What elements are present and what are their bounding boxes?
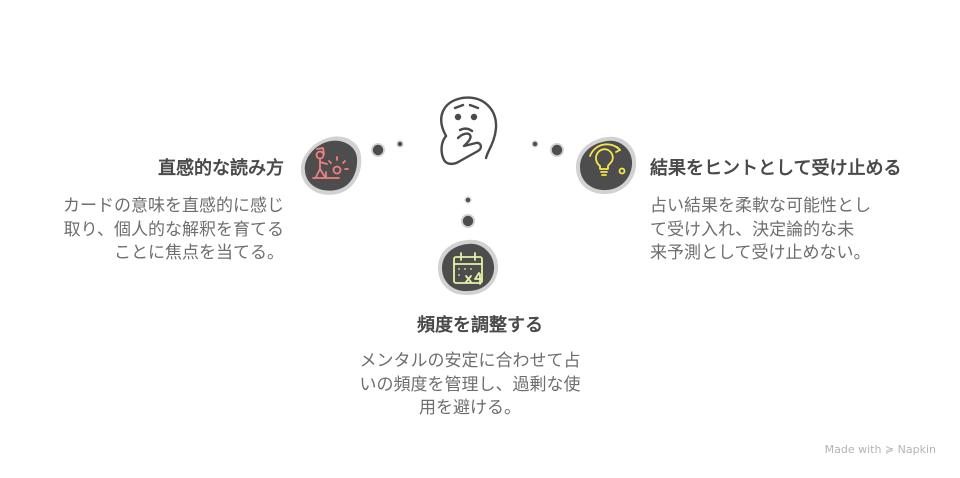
lightbulb-hint-icon — [589, 143, 626, 176]
connector-dots-right — [531, 140, 564, 157]
bottom-item-title: 頻度を調整する — [417, 315, 543, 336]
bottom-desc-line: メンタルの安定に合わせて占 — [359, 351, 581, 371]
bottom-desc-line: いの頻度を管理し、過剰な使 — [359, 374, 581, 395]
left-item-title: 直感的な読み方 — [158, 158, 284, 179]
napkin-watermark: Made with ≽ Napkin — [824, 443, 936, 456]
bottom-item-description: メンタルの安定に合わせて占 いの頻度を管理し、過剰な使 用を避ける。 — [300, 350, 640, 421]
right-item-title: 結果をヒントとして受け止める — [650, 158, 902, 179]
right-badge — [576, 136, 637, 195]
left-desc-line: カードの意味を直感的に感じ — [63, 196, 284, 216]
connector-dots-left — [371, 140, 404, 157]
bottom-badge — [438, 239, 499, 296]
left-desc-line: ことに焦点を当てる。 — [114, 243, 284, 263]
connector-dots-bottom — [461, 196, 475, 228]
left-desc-line: 取り、個人的な解釈を育てる — [63, 219, 284, 240]
left-badge — [300, 136, 362, 195]
right-item-description: 占い結果を柔軟な可能性とし て受け入れ、決定論的な未 来予測として受け止めない。 — [650, 195, 871, 266]
tarot-reader-icon — [312, 147, 349, 179]
left-item-description: カードの意味を直感的に感じ 取り、個人的な解釈を育てる ことに焦点を当てる。 — [63, 195, 284, 266]
calendar-frequency-icon — [453, 252, 483, 285]
bottom-desc-line: 用を避ける。 — [419, 398, 521, 418]
right-desc-line: 占い結果を柔軟な可能性とし — [650, 196, 871, 216]
right-desc-line: 来予測として受け止めない。 — [650, 243, 871, 263]
right-desc-line: て受け入れ、決定論的な未 — [650, 219, 855, 240]
thinking-face-icon — [440, 96, 498, 166]
